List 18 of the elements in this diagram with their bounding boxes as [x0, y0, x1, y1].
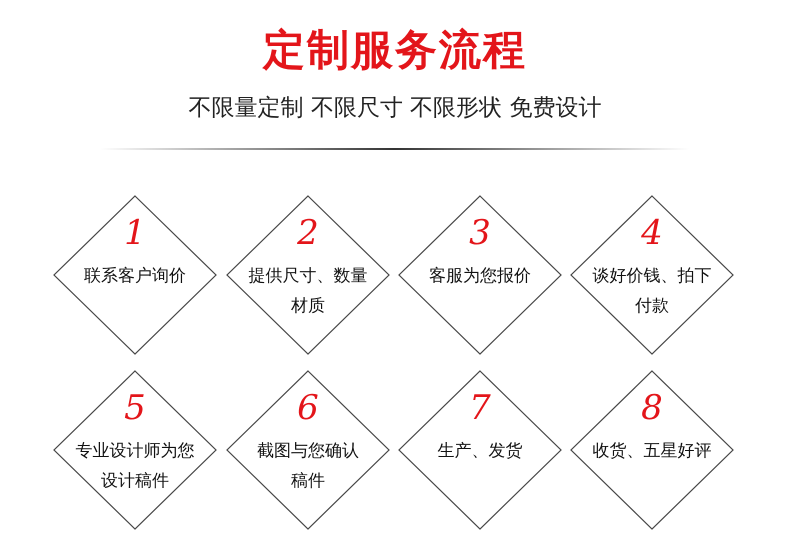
step-text: 谈好价钱、拍下付款 [592, 265, 712, 318]
step-text: 截图与您确认稿件 [256, 440, 360, 493]
title: 定制服务流程 [263, 25, 527, 74]
step-text: 专业设计师为您设计稿件 [74, 440, 196, 493]
subtitle: 不限量定制 不限尺寸 不限形状 免费设计 [188, 95, 602, 121]
step-number: 8 [641, 388, 663, 428]
step-number: 7 [469, 388, 491, 428]
step-text: 客服为您报价 [428, 265, 532, 288]
step-number: 4 [641, 213, 663, 253]
step-text: 收货、五星好评 [592, 440, 712, 463]
step-text: 联系客户询价 [83, 265, 187, 288]
step-text: 提供尺寸、数量材质 [248, 265, 368, 318]
step-number: 3 [469, 213, 491, 253]
step-number: 1 [124, 213, 146, 253]
step-number: 5 [124, 388, 146, 428]
step-number: 6 [297, 388, 319, 428]
step-number: 2 [297, 213, 319, 253]
step-text: 生产、发货 [436, 440, 524, 463]
